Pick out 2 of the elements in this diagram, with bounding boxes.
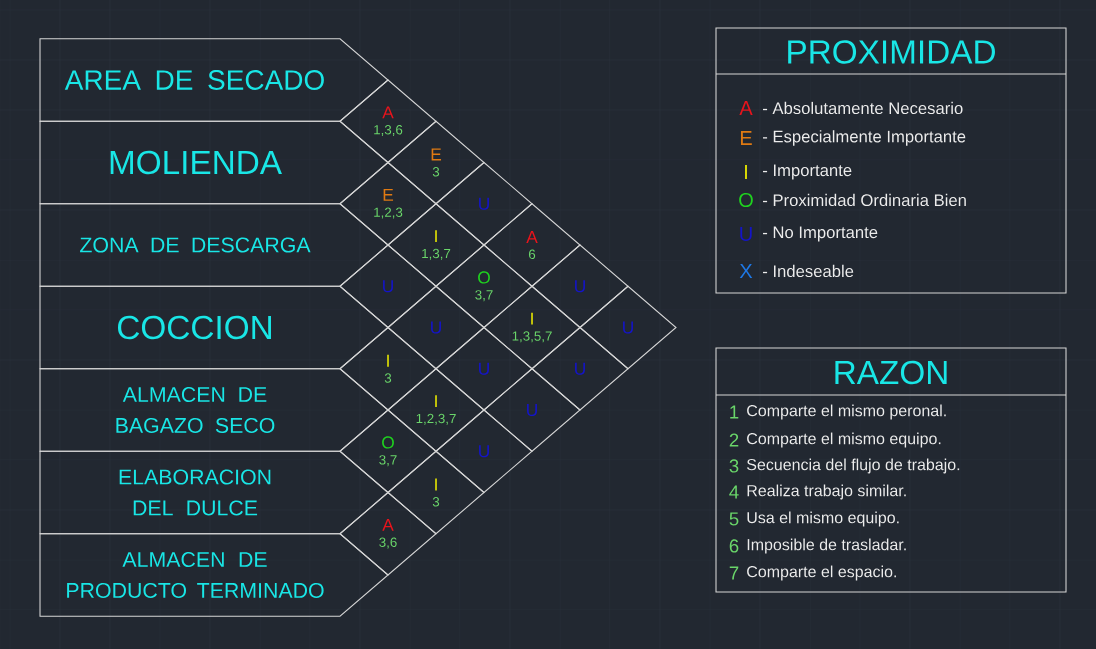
legend-table: PROXIMIDAD A - Absolutamente Necesario E - Especialmente Importante I - Importante O - Proximidad Ordinaria Bien U - No Importante X - Indeseable: [715, 27, 1067, 294]
legend-table: RAZON 1 Comparte el mismo peronal. 2 Comparte el mismo equipo. 3 Secuencia del flujo de trabajo. 4 Realiza trabajo similar. 5 Usa el mismo equipo. 6 Imposible de trasladar. 7 Comparte el espacio.: [715, 347, 1067, 593]
